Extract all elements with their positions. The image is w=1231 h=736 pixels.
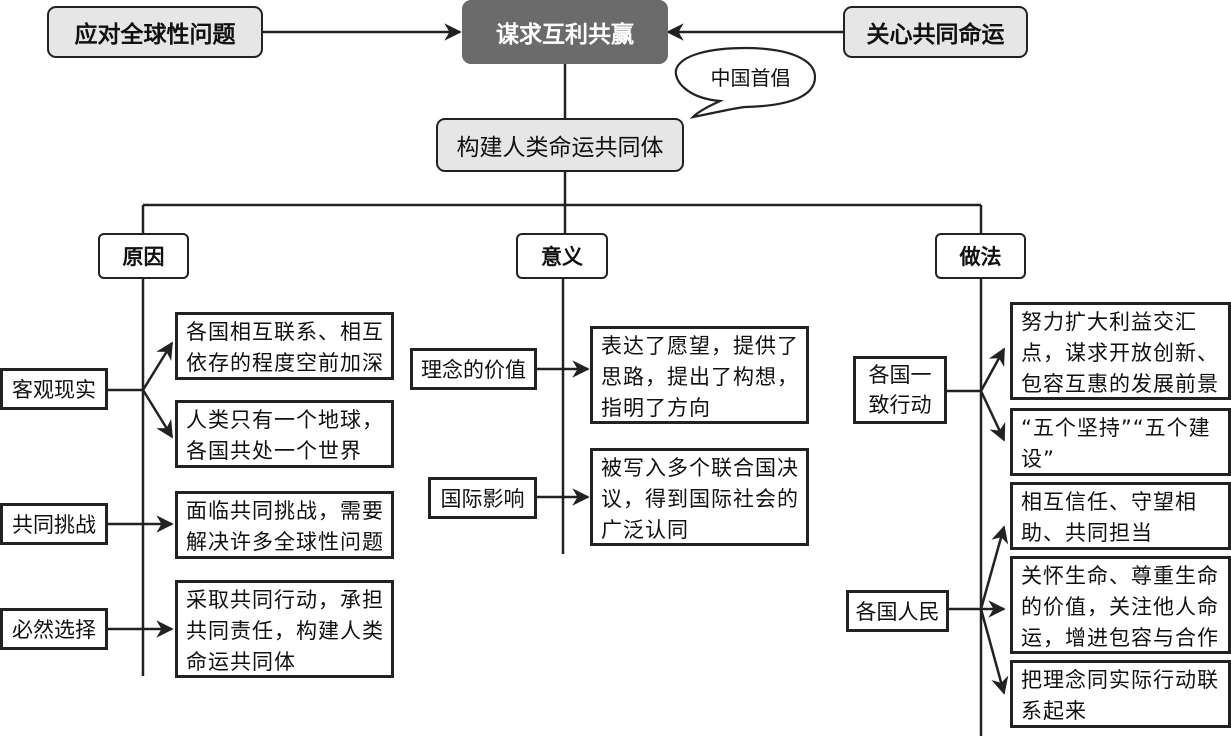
detail-box: 相互信任、守望相助、共同担当	[1010, 482, 1231, 550]
group-label: 理念的价值	[410, 348, 537, 390]
callout-text: 中国首倡	[710, 66, 791, 90]
category-reason: 原因	[98, 233, 189, 279]
detail-box: 采取共同行动，承担共同责任，构建人类命运共同体	[175, 580, 394, 678]
group-label: 必然选择	[0, 608, 108, 650]
detail-box: 各国相互联系、相互依存的程度空前加深	[175, 312, 394, 380]
callout-bubble	[674, 46, 817, 119]
category-meaning-label: 意义	[541, 245, 583, 269]
group-label: 各国人民	[846, 590, 949, 632]
left-input-label: 应对全球性问题	[74, 22, 236, 48]
group-label-text: 共同挑战	[12, 513, 96, 537]
detail-box: 关怀生命、尊重生命的价值，关注他人命运，增进包容与合作	[1010, 556, 1231, 654]
detail-box: 努力扩大利益交汇点，谋求开放创新、包容互惠的发展前景	[1010, 302, 1231, 400]
detail-box: 被写入多个联合国决议，得到国际社会的广泛认同	[590, 448, 809, 546]
right-input-node: 关心共同命运	[843, 6, 1028, 58]
center-node: 构建人类命运共同体	[436, 118, 684, 172]
category-method-label: 做法	[959, 245, 1002, 269]
group-label-text: 理念的价值	[421, 358, 526, 382]
group-label: 共同挑战	[0, 503, 108, 545]
group-label-text: 必然选择	[12, 618, 96, 642]
group-label: 各国一致行动	[853, 356, 947, 424]
group-label-text: 国际影响	[440, 487, 525, 511]
detail-box: “五个坚持”“五个建设”	[1010, 408, 1231, 476]
category-meaning: 意义	[516, 233, 608, 279]
detail-box: 把理念同实际行动联系起来	[1010, 660, 1231, 728]
root-label: 谋求互利共赢	[496, 22, 634, 48]
category-reason-label: 原因	[122, 245, 165, 269]
group-label-text: 客观现实	[12, 378, 96, 402]
left-input-node: 应对全球性问题	[47, 6, 263, 58]
detail-box: 人类只有一个地球，各国共处一个世界	[175, 400, 394, 468]
center-label: 构建人类命运共同体	[456, 135, 664, 161]
group-label-text: 各国一致行动	[868, 363, 932, 417]
group-label-text: 各国人民	[855, 600, 940, 624]
root-node: 谋求互利共赢	[462, 0, 668, 64]
group-label: 国际影响	[428, 477, 537, 519]
detail-box: 面临共同挑战，需要解决许多全球性问题	[175, 491, 394, 559]
group-label: 客观现实	[0, 368, 108, 410]
category-method: 做法	[935, 233, 1026, 279]
detail-box: 表达了愿望，提供了思路，提出了构想，指明了方向	[590, 326, 809, 424]
right-input-label: 关心共同命运	[866, 22, 1005, 48]
